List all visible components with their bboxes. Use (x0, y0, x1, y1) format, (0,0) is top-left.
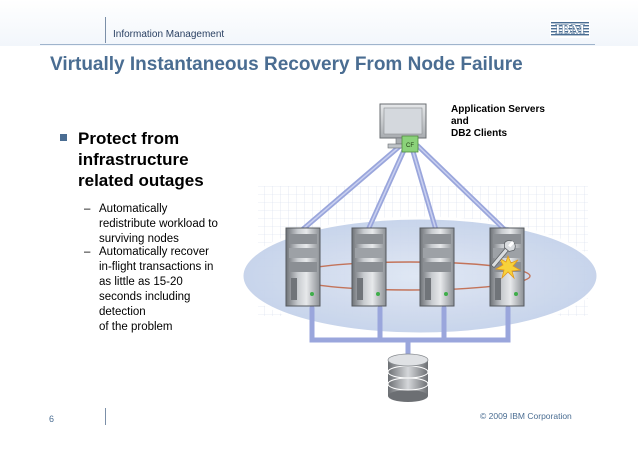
cf-tag-text: CF (406, 143, 414, 149)
bullet-marker-icon (60, 134, 67, 141)
logo-text: IBM (555, 22, 585, 38)
sub-dash: – (84, 246, 91, 258)
storage-bus (309, 305, 511, 359)
ibm-logo: IBM (550, 20, 590, 38)
client-links-highlight (301, 145, 506, 231)
sub-line: surviving nodes (99, 233, 179, 245)
header-rule (40, 44, 595, 45)
sub-item-redistribute: – Automatically redistribute workload to… (84, 202, 259, 247)
server-1 (285, 227, 321, 307)
sub-line: Automatically (99, 203, 168, 215)
page-number: 6 (49, 414, 55, 424)
copyright: © 2009 IBM Corporation (480, 411, 572, 421)
header-background (0, 0, 638, 46)
storage-disk-icon (387, 353, 429, 402)
sub-dash: – (84, 203, 91, 215)
sub-line: in-flight transactions in (99, 261, 214, 273)
client-label-line: Application Servers (451, 104, 545, 115)
cf-tag: CF (401, 135, 419, 153)
client-monitor-icon (379, 103, 427, 149)
sub-line: redistribute workload to (99, 218, 218, 230)
section-label: Information Management (113, 29, 225, 40)
server-2 (351, 227, 387, 307)
sub-line: seconds including (99, 291, 191, 303)
cluster-diagram: CF (240, 103, 600, 402)
header-divider (105, 17, 106, 43)
sub-line: Automatically recover (99, 246, 209, 258)
sub-line: detection (99, 306, 146, 318)
sub-line: of the problem (99, 321, 173, 333)
client-label: Application Servers and DB2 Clients (451, 104, 545, 140)
sub-item-recover: – Automatically recover in-flight transa… (84, 245, 259, 335)
client-label-line: and (451, 116, 469, 127)
slide-title: Virtually Instantaneous Recovery From No… (50, 54, 523, 75)
wrench-icon (491, 240, 516, 268)
bullet-text: Protect from infrastructure related outa… (78, 128, 253, 191)
bullet-line: related outages (78, 171, 204, 190)
bullet-line: Protect from (78, 129, 180, 148)
footer-divider (105, 408, 106, 425)
bullet-line: infrastructure (78, 150, 189, 169)
client-label-line: DB2 Clients (451, 128, 508, 139)
slide-header: Information Management IBM (0, 0, 638, 46)
server-3 (419, 227, 455, 307)
sub-line: as little as 15-20 (99, 276, 183, 288)
